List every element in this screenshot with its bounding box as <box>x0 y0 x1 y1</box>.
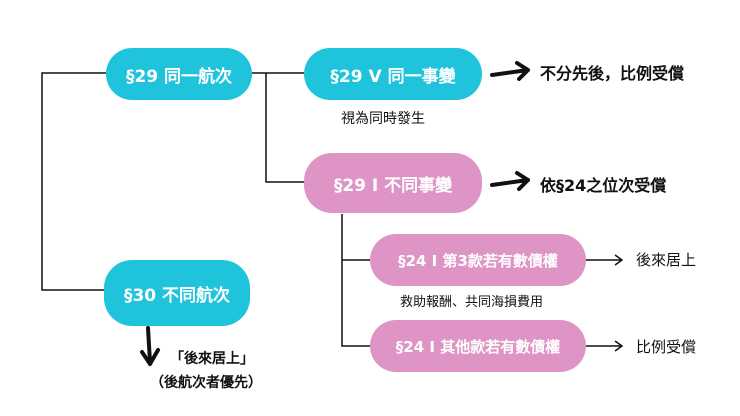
note-third: 救助報酬、共同海損費用 <box>400 295 544 310</box>
outcome-s30-line1: 「後來居上」 <box>170 351 254 367</box>
branch-line-24 <box>341 214 370 347</box>
branch-line-29 <box>252 72 304 183</box>
arrow-diff-event <box>490 171 530 191</box>
arrow-other <box>586 340 624 352</box>
outcome-same-event: 不分先後，比例受償 <box>540 64 685 83</box>
node-s29-i-diff-event: §29 I 不同事變 <box>304 153 482 213</box>
outcome-s30-line2: （後航次者優先） <box>150 375 262 391</box>
arrow-s30 <box>140 326 160 366</box>
outcome-third: 後來居上 <box>636 251 697 269</box>
arrow-same-event <box>490 61 530 81</box>
outcome-other: 比例受償 <box>636 338 697 356</box>
trunk-line <box>41 72 106 291</box>
node-s24-i-other: §24 I 其他款若有數債權 <box>370 320 586 372</box>
note-same-event: 視為同時發生 <box>341 111 425 127</box>
node-s29-v-same-event: §29 V 同一事變 <box>304 48 482 100</box>
node-s29-same-voyage: §29 同一航次 <box>106 48 252 100</box>
outcome-diff-event: 依§24之位次受償 <box>540 176 667 195</box>
arrow-third <box>586 254 624 266</box>
node-s30-diff-voyage: §30 不同航次 <box>104 260 250 326</box>
node-s24-i-third: §24 I 第3款若有數債權 <box>370 234 586 286</box>
